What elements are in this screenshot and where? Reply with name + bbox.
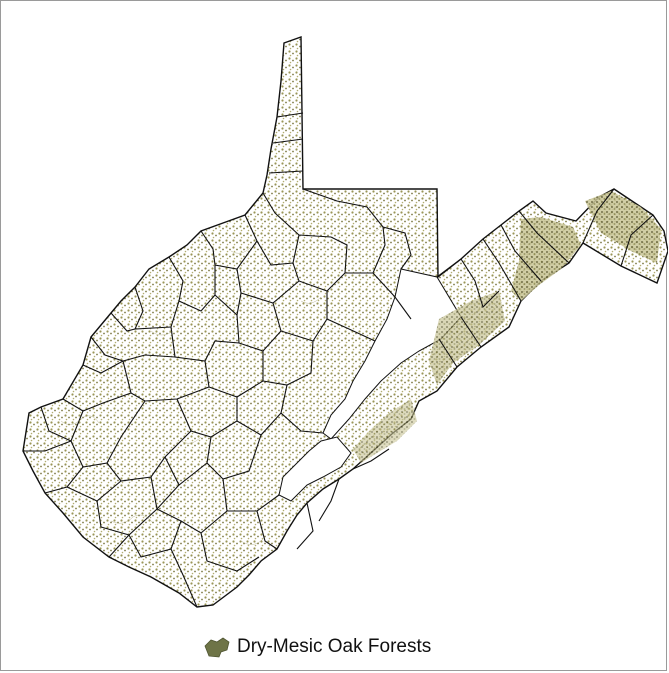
state-map	[22, 36, 668, 608]
ridge-forest	[353, 399, 417, 463]
state-outline	[22, 36, 668, 608]
nonforest-area	[278, 436, 352, 502]
county-boundaries	[23, 112, 654, 608]
map-legend: Dry-Mesic Oak Forests	[203, 634, 431, 660]
ridge-forest	[585, 191, 661, 263]
legend-label: Dry-Mesic Oak Forests	[237, 636, 432, 657]
ridge-forest	[429, 291, 505, 385]
ridge-forest	[511, 217, 581, 301]
terrain-texture	[60, 228, 380, 545]
forest-polygon-icon	[204, 637, 230, 658]
